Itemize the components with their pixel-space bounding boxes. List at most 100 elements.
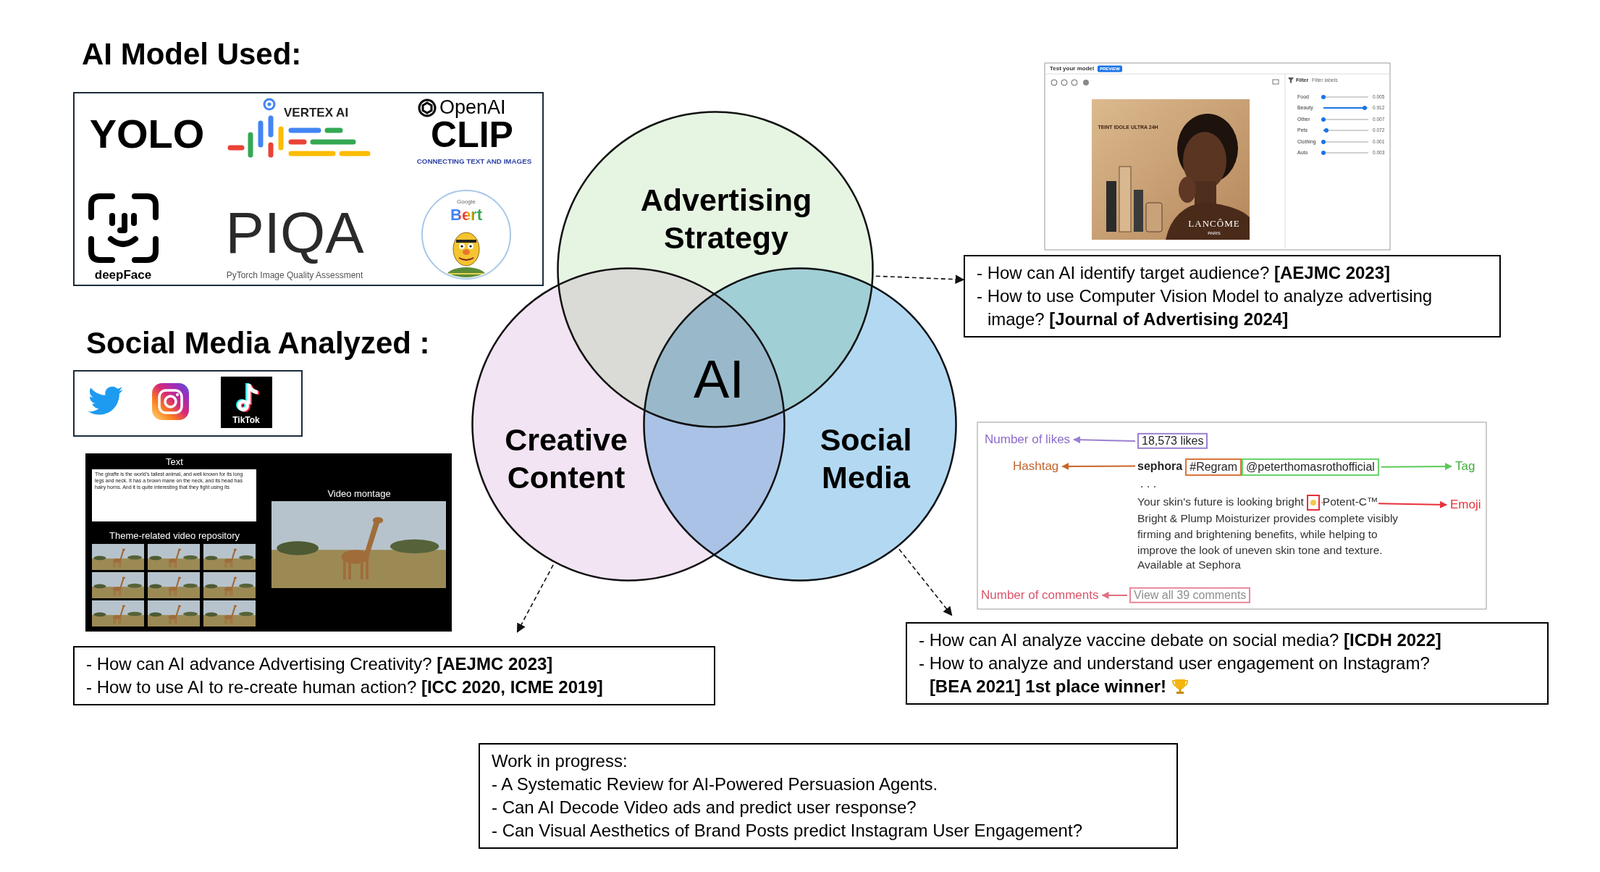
citation: [Journal of Advertising 2024] <box>1049 309 1288 329</box>
logo-text: YOLO <box>89 110 205 158</box>
screenshot-text: Other <box>1297 116 1311 123</box>
tiktok-icon-part <box>220 376 273 428</box>
vertex-ai-logo-part <box>278 128 284 148</box>
citation: [ICC 2020, ICME 2019] <box>421 676 604 697</box>
circle-title: Social Media <box>786 421 946 496</box>
vertex-ai-logo-part <box>230 145 242 151</box>
vertex-ai-logo-part <box>258 123 264 145</box>
section-heading: Social Media Analyzed : <box>86 325 313 361</box>
screenshot-text: PREVIEW <box>1097 65 1123 73</box>
deepface-logo <box>91 196 156 260</box>
screenshot-text: 0.007 <box>1372 116 1385 122</box>
video-panel-part <box>203 600 256 627</box>
instagram-icon-part <box>152 382 189 420</box>
logo-text: deepFace <box>94 267 152 283</box>
screenshot-text: Beauty <box>1297 104 1314 111</box>
model-test-screenshot-part <box>1083 79 1089 86</box>
model-test-screenshot-part-part <box>1323 129 1369 132</box>
tiktok-icon-part <box>239 383 259 410</box>
question-text: - How to use AI to re-create human actio… <box>86 676 417 697</box>
model-test-screenshot-part <box>1146 202 1162 232</box>
logo-text: CLIP <box>430 114 514 157</box>
logo-text: PyTorch Image Quality Assessment <box>226 270 364 281</box>
annotation-text: Emoji <box>1450 497 1482 512</box>
deepface-logo-part <box>131 215 137 223</box>
emoji-glyph-part <box>1310 499 1317 506</box>
screenshot-text: Filter <box>1295 77 1309 84</box>
instagram-screenshot-part <box>977 422 1487 609</box>
bert-logo-part-part <box>448 272 484 275</box>
screenshot-text: 0.005 <box>1372 94 1385 100</box>
annotation-text: Your skin's future is looking bright <box>1137 495 1304 508</box>
model-test-screenshot-part <box>1287 77 1294 84</box>
vertex-ai-logo-part <box>291 128 319 134</box>
bert-logo-part <box>460 244 463 247</box>
bert-logo-part <box>467 243 474 250</box>
bert-logo <box>422 190 511 286</box>
post-header-row: sephora#Regram@peterthomasrothofficial <box>1137 456 1380 476</box>
vertex-ai-logo-part <box>327 128 341 134</box>
model-test-screenshot-part <box>1044 62 1391 250</box>
bert-logo-part-part <box>447 278 486 281</box>
vertex-ai-logo-part <box>264 99 275 110</box>
citation: [BEA 2021] 1st place winner! <box>929 674 1536 698</box>
model-test-screenshot-part <box>1321 94 1367 155</box>
instagram-icon-part <box>165 396 176 407</box>
logo-text: TikTok <box>232 415 260 426</box>
bert-logo-part <box>422 190 511 279</box>
vertex-ai-logo-part <box>248 134 254 155</box>
screenshot-text: Filter labels <box>1311 77 1338 84</box>
annotation-text: . . . <box>1140 477 1157 491</box>
openai-logo <box>419 99 436 116</box>
video-panel-part <box>203 571 256 599</box>
list-item: - A Systematic Review for AI-Powered Per… <box>491 772 1165 796</box>
question-text: - Can AI Decode Video ads and predict us… <box>491 797 917 817</box>
bert-logo-part <box>459 243 465 250</box>
citation: [ICDH 2022] <box>1343 629 1442 650</box>
screenshot-text: TEINT IDOLE ULTRA 24H <box>1097 124 1158 131</box>
vertex-ai-logo-part <box>291 139 305 145</box>
logo-text: Google <box>456 198 476 205</box>
model-test-screenshot-part <box>1285 73 1286 250</box>
annotation-arrow <box>1073 439 1136 441</box>
trophy-icon-part <box>1179 688 1182 692</box>
video-panel-part <box>91 469 257 522</box>
annotation-text: 18,573 likes <box>1137 432 1208 449</box>
trophy-icon-part <box>1176 691 1184 694</box>
deepface-logo-part <box>109 215 116 223</box>
screenshot-text: 0.912 <box>1372 104 1385 111</box>
screenshot-text: Clothing <box>1297 139 1317 145</box>
venn-circle: Social Media <box>642 267 958 582</box>
vertex-ai-logo-part <box>268 144 274 155</box>
list-item: Work in progress: <box>491 749 1165 773</box>
model-test-screenshot-part <box>1165 201 1250 240</box>
trophy-icon-part <box>1184 680 1188 686</box>
model-test-screenshot-part <box>1071 79 1078 86</box>
instagram-screenshot <box>977 422 1487 609</box>
model-test-screenshot-part-part <box>1323 107 1365 109</box>
model-test-screenshot-part-part <box>1362 105 1367 111</box>
video-panel-part <box>91 543 145 570</box>
platform-panel: Social Media Analyzed : <box>73 369 303 437</box>
model-test-screenshot-part-part <box>1323 141 1369 143</box>
venn-fill <box>471 110 958 582</box>
video-panel <box>85 453 452 632</box>
circle-title: Advertising Strategy <box>617 181 835 257</box>
bert-logo-part <box>459 257 474 260</box>
panel-text: Theme-related video repository <box>109 530 240 542</box>
panel-text: The giraffe is the world's tallest anima… <box>94 471 254 491</box>
model-test-screenshot-part <box>1091 99 1250 240</box>
openai-logo-part <box>419 99 436 116</box>
callout-box: - How can AI identify target audience?[A… <box>963 254 1501 338</box>
logo-text: CONNECTING TEXT AND IMAGES <box>417 157 533 166</box>
screenshot-text: Test your model <box>1049 65 1094 72</box>
citation: [AEJMC 2023] <box>436 653 553 674</box>
question-text: - Can Visual Aesthetics of Brand Posts p… <box>491 820 1083 840</box>
vertex-ai-logo-part <box>268 118 274 135</box>
video-panel-part <box>147 543 200 570</box>
annotation-text: Number of comments <box>980 587 1100 603</box>
venn-circle-outline <box>644 268 957 581</box>
model-test-screenshot-part <box>1178 176 1197 203</box>
